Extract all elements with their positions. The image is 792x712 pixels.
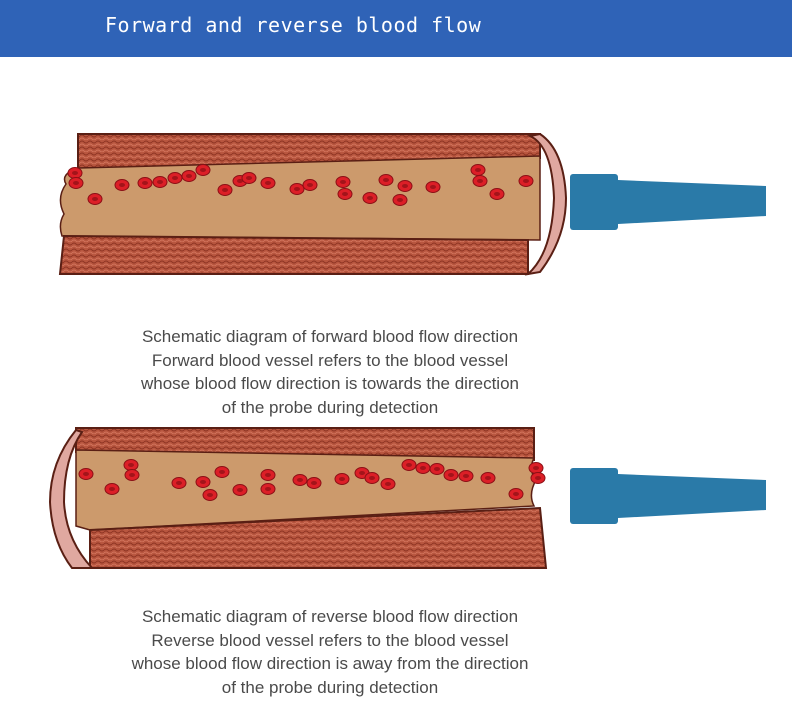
forward-vessel-diagram	[0, 128, 792, 288]
reverse-vessel-svg	[48, 427, 766, 569]
forward-caption-line-4: of the probe during detection	[221, 397, 439, 417]
forward-caption-line-3: whose blood flow direction is towards th…	[141, 374, 519, 393]
forward-caption-line-2: Forward blood vessel refers to the blood…	[151, 350, 509, 370]
title-bar: Forward and reverse blood flow	[0, 0, 792, 57]
reverse-caption-line-3: whose blood flow direction is away from …	[131, 654, 529, 673]
forward-vessel-svg	[58, 132, 766, 276]
forward-vessel-bottom-wall	[58, 234, 529, 275]
reverse-caption: Schematic diagram of reverse blood flow …	[60, 605, 600, 699]
forward-red-blood-cells	[67, 164, 534, 206]
forward-caption: Schematic diagram of forward blood flow …	[60, 325, 600, 419]
reverse-red-blood-cells	[78, 459, 546, 501]
forward-vessel-rim	[524, 132, 568, 276]
reverse-vessel-bottom-wall	[89, 506, 548, 569]
reverse-probe	[570, 468, 766, 524]
forward-caption-line-1: Schematic diagram of forward blood flow …	[141, 327, 519, 346]
page-title: Forward and reverse blood flow	[105, 13, 482, 37]
reverse-caption-line-4: of the probe during detection	[221, 677, 439, 697]
reverse-caption-line-1: Schematic diagram of reverse blood flow …	[141, 607, 519, 626]
reverse-vessel-diagram	[0, 422, 792, 582]
forward-vessel-lumen	[59, 155, 541, 241]
reverse-vessel-rim	[48, 428, 95, 569]
forward-probe	[570, 174, 766, 230]
reverse-caption-line-2: Reverse blood vessel refers to the blood…	[151, 630, 509, 650]
